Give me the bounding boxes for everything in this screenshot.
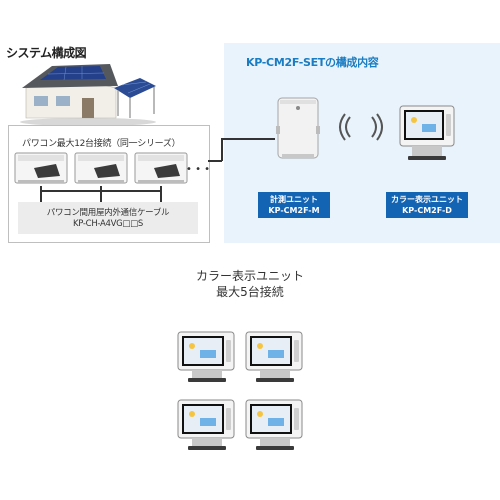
- house-solar-icon: [20, 64, 156, 126]
- wireless-signal-icon: [339, 113, 383, 141]
- power-conditioner-icon: [134, 152, 188, 184]
- cable-label-line1: パワコン間用屋内外通信ケーブル: [46, 208, 170, 218]
- more-units-ellipsis: • • •: [186, 164, 211, 175]
- cable-connector: [160, 186, 162, 202]
- power-conditioner-icon: [14, 152, 68, 184]
- cable-link: [100, 190, 160, 192]
- pcs-caption: パワコン最大12台接続（同一シリーズ）: [22, 139, 181, 149]
- display-unit-model: KP-CM2F-D: [402, 206, 452, 215]
- measurement-unit-label: 計測ユニット KP-CM2F-M: [258, 192, 330, 218]
- display-unit-limit-line1: カラー表示ユニット: [195, 269, 304, 283]
- display-unit-icon: [177, 331, 235, 382]
- display-unit-name: カラー表示ユニット: [391, 195, 463, 204]
- measurement-unit-name: 計測ユニット: [270, 195, 318, 204]
- measurement-unit-icon: [276, 97, 320, 159]
- display-unit-limit-caption: カラー表示ユニット 最大5台接続: [150, 268, 350, 300]
- connection-line: [221, 138, 275, 140]
- display-unit-icon: [245, 399, 303, 450]
- set-contents-title: KP-CM2F-SETの構成内容: [246, 56, 379, 69]
- power-conditioner-icon: [74, 152, 128, 184]
- measurement-unit-model: KP-CM2F-M: [268, 206, 320, 215]
- connection-line: [208, 160, 222, 162]
- display-unit-limit-line2: 最大5台接続: [216, 285, 284, 299]
- display-unit-icon: [177, 399, 235, 450]
- cable-model: KP-CH-A4VG□□S: [73, 219, 143, 229]
- cable-connector: [40, 186, 42, 202]
- display-unit-label: カラー表示ユニット KP-CM2F-D: [386, 192, 468, 218]
- cable-connector: [100, 186, 102, 202]
- cable-link: [40, 190, 100, 192]
- connection-line: [221, 138, 223, 161]
- display-unit-icon: [399, 105, 455, 160]
- cable-label-box: パワコン間用屋内外通信ケーブル KP-CH-A4VG□□S: [18, 202, 198, 234]
- system-diagram-title: システム構成図: [6, 46, 87, 60]
- display-unit-icon: [245, 331, 303, 382]
